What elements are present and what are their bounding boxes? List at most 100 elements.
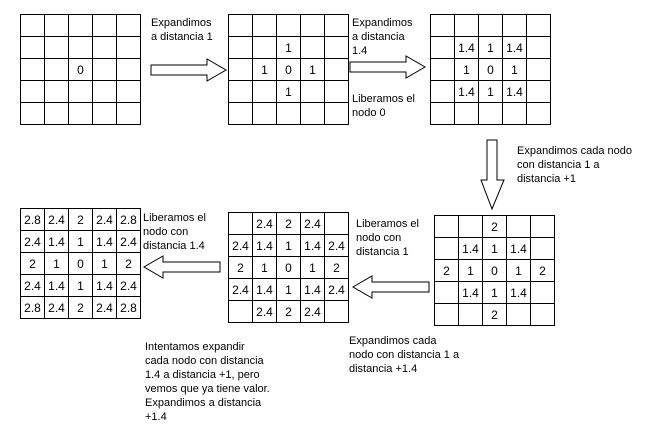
grid-cell: 1.4 — [506, 281, 531, 304]
grid-cell — [430, 36, 455, 59]
grid-cell — [526, 14, 551, 37]
grid-cell: 2.4 — [20, 230, 45, 253]
grid-cell: 1 — [252, 58, 277, 81]
grid-cell: 0 — [68, 252, 93, 275]
grid-cell: 1.4 — [458, 281, 483, 304]
arrow-down — [480, 139, 505, 211]
grid-cell: 1 — [276, 80, 301, 103]
grid-cell: 1 — [276, 278, 301, 301]
grid-cell: 2.8 — [20, 208, 45, 231]
grid-cell — [526, 102, 551, 125]
grid-cell: 0 — [478, 58, 503, 81]
grid-cell — [300, 80, 325, 103]
grid-row — [228, 102, 349, 125]
grid-cell: 2.4 — [228, 278, 253, 301]
grid-cell — [20, 102, 45, 125]
arrow-left-2 — [143, 255, 221, 279]
grid-cell — [228, 80, 253, 103]
grid-cell: 1 — [276, 234, 301, 257]
grid-cell: 1 — [454, 58, 479, 81]
grid-cell — [300, 102, 325, 125]
grid-cell: 1 — [300, 256, 325, 279]
grid-cell: 1.4 — [506, 237, 531, 260]
grid-cell: 1.4 — [252, 278, 277, 301]
grid-cell: 1 — [92, 252, 117, 275]
grid-cell: 1.4 — [454, 80, 479, 103]
grid-cell — [228, 58, 253, 81]
grid-row — [20, 36, 141, 59]
grid-cell — [324, 300, 349, 323]
grid-cell — [300, 14, 325, 37]
grid-cell — [300, 36, 325, 59]
grid-row — [430, 14, 551, 37]
grid-cell: 2.4 — [92, 296, 117, 319]
grid-cell: 1.4 — [502, 36, 527, 59]
grid-row — [430, 102, 551, 125]
grid-cell — [530, 303, 555, 326]
grid-cell: 1 — [68, 274, 93, 297]
grid-cell — [506, 215, 531, 238]
label-expand-distance-1: Expandimos a distancia 1 — [151, 17, 213, 43]
grid-cell: 2 — [434, 259, 459, 282]
grid-cell: 2.4 — [324, 278, 349, 301]
label-release-distance-1-4: Liberamos el nodo con distancia 1.4 — [143, 212, 206, 252]
grid-row — [228, 14, 349, 37]
grid-cell — [20, 80, 45, 103]
grid-cell: 2.4 — [300, 212, 325, 235]
label-expand-plus-1-4: Expandimos cada nodo con distancia 1 a d… — [349, 335, 460, 375]
grid-cell: 2.8 — [116, 296, 141, 319]
grid-cell: 1.4 — [454, 36, 479, 59]
label-expand-each-distance-1: Expandimos cada nodo con distancia 1 a d… — [517, 145, 632, 185]
grid-cell: 1.4 — [92, 274, 117, 297]
grid-cell: 1.4 — [458, 237, 483, 260]
grid-cell: 1.4 — [300, 234, 325, 257]
grid-cell — [92, 36, 117, 59]
grid-initial: 0 — [20, 14, 141, 125]
grid-cell: 1 — [44, 252, 69, 275]
grid-cell — [228, 300, 253, 323]
grid-cell — [478, 102, 503, 125]
grid-cell — [44, 36, 69, 59]
grid-cell: 1 — [458, 259, 483, 282]
grid-cell: 0 — [276, 256, 301, 279]
grid-cell — [116, 58, 141, 81]
label-try-expand-note: Intentamos expandir cada nodo con distan… — [145, 341, 270, 423]
grid-cell: 2.4 — [252, 300, 277, 323]
grid-cell — [324, 36, 349, 59]
grid-cell: 0 — [276, 58, 301, 81]
grid-cell — [276, 102, 301, 125]
grid-row: 2 — [434, 215, 555, 238]
grid-cell — [530, 215, 555, 238]
grid-cell: 0 — [482, 259, 507, 282]
grid-row: 2 — [434, 303, 555, 326]
grid-row — [20, 14, 141, 37]
grid-cell: 1 — [478, 36, 503, 59]
grid-row — [20, 102, 141, 125]
grid-cell: 2 — [482, 215, 507, 238]
grid-cell — [502, 14, 527, 37]
grid-cell — [20, 36, 45, 59]
grid-cell — [228, 14, 253, 37]
grid-cell — [252, 102, 277, 125]
grid-cell — [20, 58, 45, 81]
grid-cell: 2 — [228, 256, 253, 279]
grid-cell — [44, 14, 69, 37]
grid-row: 1 — [228, 80, 349, 103]
grid-cell: 0 — [68, 58, 93, 81]
grid-cell — [228, 212, 253, 235]
grid-cell — [116, 102, 141, 125]
grid-cell — [434, 237, 459, 260]
label-expand-distance-1-4: Expandimos a distancia 1.4 — [352, 17, 413, 57]
grid-cell: 1 — [252, 256, 277, 279]
